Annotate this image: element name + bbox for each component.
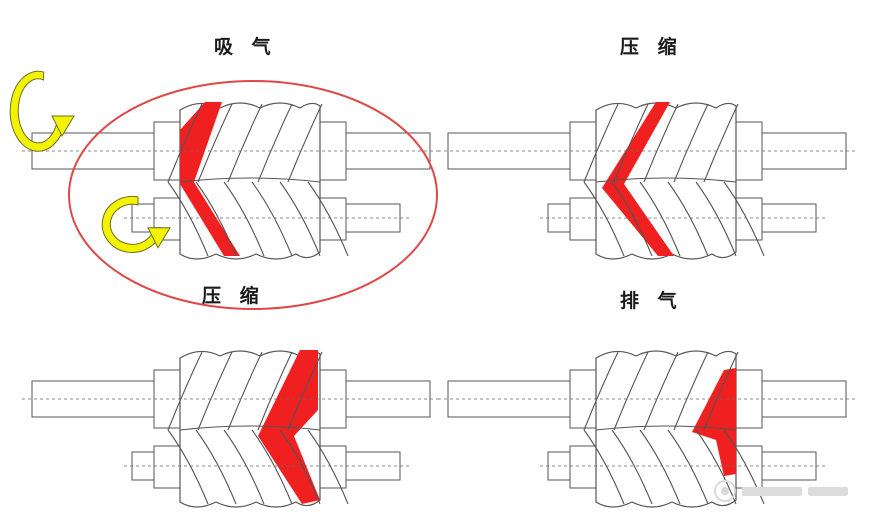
watermark-logo-icon	[714, 480, 736, 502]
upper-lobe-curve	[227, 103, 263, 183]
panel-2	[438, 102, 858, 260]
upper-lobe-curve	[613, 351, 649, 431]
bearing-right-lower	[319, 197, 347, 241]
upper-lobe-curve	[673, 103, 709, 183]
rotation-arrow-head-icon	[147, 227, 171, 249]
panel-1	[22, 102, 442, 260]
watermark-text	[742, 486, 802, 496]
bearing-left-lower	[153, 445, 181, 489]
suction-focus-ellipse	[68, 80, 438, 310]
upper-lobe-curve	[287, 351, 323, 431]
lower-lobe-curve	[583, 181, 625, 257]
lower-lobe-curve	[279, 429, 321, 505]
lower-lobe-curve	[223, 429, 265, 505]
lower-lobe-curve	[307, 429, 349, 505]
watermark-text	[808, 486, 848, 496]
compression-chamber	[180, 102, 240, 256]
rotor-mesh-line	[595, 425, 737, 431]
lower-lobe-curve	[695, 181, 737, 257]
label-suction: 吸 气	[214, 36, 277, 58]
lower-lobe-curve	[639, 181, 681, 257]
upper-lobe-curve	[703, 351, 739, 431]
compression-chamber	[692, 368, 736, 476]
upper-lobe-curve	[613, 103, 649, 183]
lower-lobe-curve	[667, 181, 709, 257]
upper-lobe-curve	[703, 103, 739, 183]
upper-lobe-curve	[257, 103, 293, 183]
upper-lobe-curve	[167, 103, 203, 183]
upper-rotation-arrow-icon	[9, 70, 75, 152]
rotor-mesh-line	[179, 425, 321, 431]
lower-lobe-curve	[583, 429, 625, 505]
lower-lobe-curve	[723, 181, 765, 257]
rotation-arrow-head-icon	[51, 115, 75, 138]
watermark	[714, 478, 864, 504]
upper-lobe-curve	[167, 351, 203, 431]
upper-lobe-curve	[583, 103, 619, 183]
lower-lobe-curve	[195, 181, 237, 257]
lower-lobe-curve	[279, 181, 321, 257]
lower-lobe-curve	[611, 429, 653, 505]
upper-lobe-curve	[287, 103, 323, 183]
lower-lobe-curve	[639, 429, 681, 505]
lower-lobe-curve	[167, 429, 209, 505]
bearing-right-lower	[735, 197, 763, 241]
label-compression-top: 压 缩	[620, 36, 683, 58]
label-discharge: 排 气	[620, 290, 683, 312]
lower-lobe-curve	[195, 429, 237, 505]
upper-lobe-curve	[583, 351, 619, 431]
upper-lobe-curve	[643, 351, 679, 431]
lower-lobe-curve	[167, 181, 209, 257]
rotor-mesh-line	[179, 177, 321, 183]
lower-lobe-curve	[307, 181, 349, 257]
bearing-left-lower	[569, 445, 597, 489]
label-compression-bottom: 压 缩	[202, 285, 265, 307]
lower-lobe-curve	[223, 181, 265, 257]
panel-4	[438, 350, 858, 508]
lower-lobe-curve	[251, 429, 293, 505]
lower-lobe-curve	[611, 181, 653, 257]
panel-3	[22, 350, 442, 508]
upper-lobe-curve	[227, 351, 263, 431]
upper-lobe-curve	[197, 103, 233, 183]
rotor-mesh-line	[595, 177, 737, 183]
lower-lobe-curve	[667, 429, 709, 505]
upper-lobe-curve	[673, 351, 709, 431]
lower-lobe-curve	[251, 181, 293, 257]
bearing-right-lower	[319, 445, 347, 489]
upper-lobe-curve	[197, 351, 233, 431]
upper-lobe-curve	[643, 103, 679, 183]
upper-lobe-curve	[257, 351, 293, 431]
lower-rotation-arrow-icon	[101, 196, 171, 253]
bearing-left-lower	[569, 197, 597, 241]
